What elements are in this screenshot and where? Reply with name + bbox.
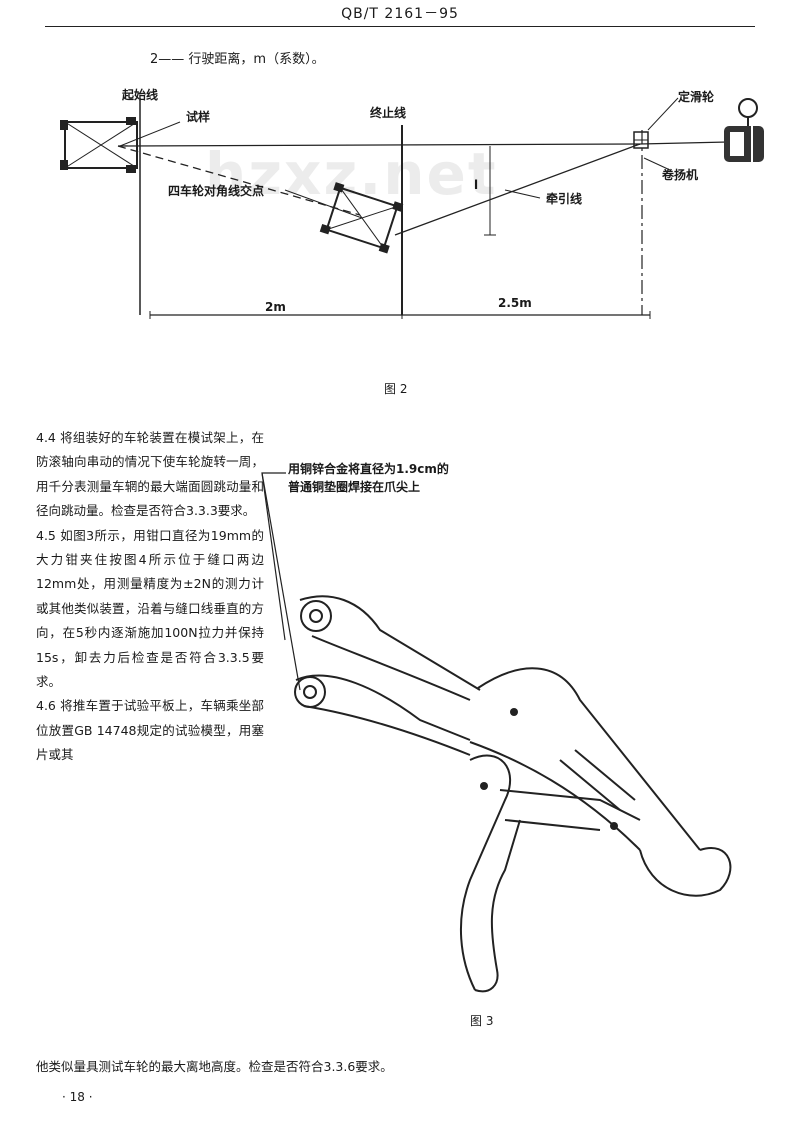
figure-2-caption: 图 2 [384,382,408,396]
header-rule [45,26,755,27]
section-body: 4.4 将组装好的车轮装置在模试架上，在防滚轴向串动的情况下使车轮旋转一周，用千… [36,426,264,768]
paragraph-4-5: 4.5 如图3所示，用钳口直径为19mm的大力钳夹住按图4所示位于缝口两边12m… [36,527,264,690]
page-header-code: QB/T 2161－95 [341,6,459,22]
label-tow-line: 牵引线 [546,192,583,206]
label-dim-2m: 2m [265,300,286,314]
paragraph-4-6-part1: 4.6 将推车置于试验平板上，车辆乘坐部位放置GB 14748规定的试验模型，用… [36,698,264,763]
label-dim-2-5m: 2.5m [498,296,532,310]
top-note: 2—— 行驶距离，m（系数）。 [150,52,325,67]
reference-line [117,143,641,147]
label-stop-line: 终止线 [370,106,407,120]
vehicle-start [60,117,138,173]
label-sample: 试样 [186,110,211,124]
figure-3-annotation-line1: 用铜锌合金将直径为1.9cm的 [288,462,449,476]
paragraph-4-6-part2: 他类似量具测试车轮的最大离地高度。检查是否符合3.3.6要求。 [36,1059,393,1074]
figure-3-annotation-line2: 普通铜垫圈焊接在爪尖上 [288,480,421,494]
label-pulley: 定滑轮 [678,90,715,104]
watermark: hzxz.net [205,140,498,208]
figure-3-caption: 图 3 [470,1014,494,1028]
page-number: · 18 · [62,1090,93,1104]
tow-line [394,143,641,236]
pulley-icon [633,131,649,149]
label-l: l [474,178,479,192]
label-diagonal-intersection: 四车轮对角线交点 [168,184,265,198]
label-winch: 卷扬机 [662,168,699,182]
label-start-line: 起始线 [122,88,159,102]
figure-2-diagram [60,97,764,319]
paragraph-4-4: 4.4 将组装好的车轮装置在模试架上，在防滚轴向串动的情况下使车轮旋转一周，用千… [36,430,264,519]
winch-icon [724,98,764,162]
travel-path [117,145,361,216]
